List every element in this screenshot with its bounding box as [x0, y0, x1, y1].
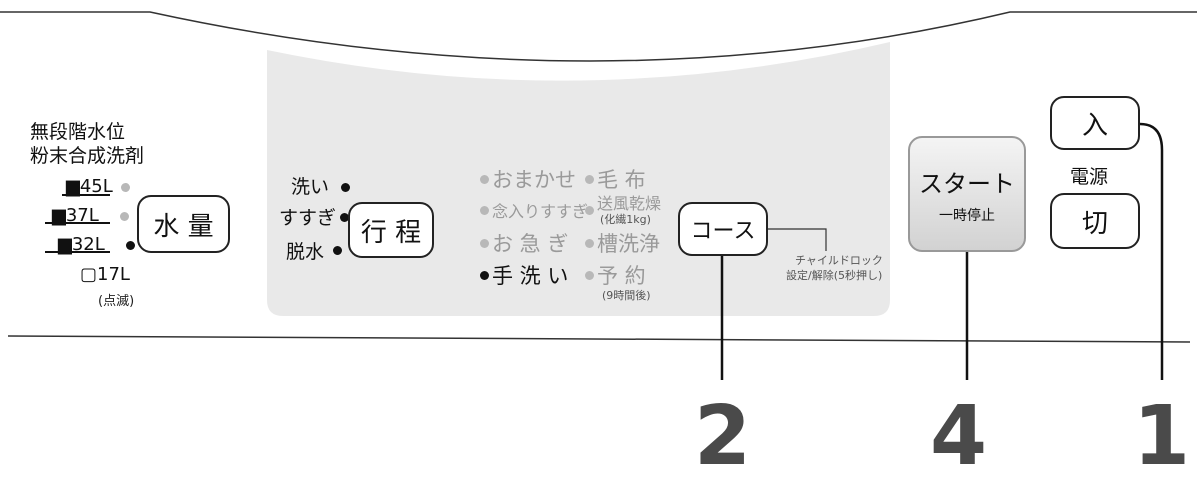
indicator-tearai	[480, 271, 489, 280]
course-nenniri: 念入りすすぎ	[492, 202, 589, 221]
step-spin: 脱水	[286, 241, 325, 263]
water-level-title: 無段階水位	[30, 121, 126, 143]
course-sousenjou: 槽洗浄	[597, 232, 660, 256]
course-soufu-note: (化繊1kg)	[600, 213, 651, 226]
indicator-moufu	[585, 175, 594, 184]
indicator-yoyaku	[585, 271, 594, 280]
tub-outline-icon: ▢	[80, 264, 98, 285]
indicator-37l	[120, 212, 129, 221]
tub-icon: ▆	[66, 176, 80, 197]
power-label: 電源	[1070, 166, 1109, 188]
callout-4: 4	[930, 389, 988, 483]
power-off-button[interactable]: 切	[1050, 193, 1140, 249]
child-lock-label: チャイルドロック	[795, 254, 883, 267]
step-wash: 洗い	[291, 176, 330, 198]
indicator-rinse	[340, 213, 349, 222]
detergent-label: 粉末合成洗剤	[30, 145, 145, 167]
course-button[interactable]: コース	[678, 202, 768, 256]
start-pause-button[interactable]: スタート 一時停止	[908, 136, 1026, 252]
step-rinse: すすぎ	[279, 207, 337, 229]
callout-2: 2	[694, 389, 752, 483]
indicator-omakase	[480, 175, 489, 184]
blink-note: (点滅)	[98, 294, 135, 309]
water-level-button[interactable]: 水 量	[137, 195, 230, 253]
water-level-32l: ▆32L	[58, 234, 105, 255]
water-level-17l: ▢17L	[80, 264, 130, 285]
course-tearai: 手 洗 い	[492, 264, 569, 288]
pause-label: 一時停止	[939, 207, 995, 224]
callout-1: 1	[1133, 389, 1191, 483]
indicator-spin	[333, 246, 342, 255]
indicator-sousenjou	[585, 239, 594, 248]
tub-icon: ▆	[52, 205, 66, 226]
course-soufu: 送風乾燥	[597, 194, 662, 213]
start-label: スタート	[919, 169, 1015, 198]
indicator-45l	[121, 183, 130, 192]
process-button[interactable]: 行 程	[348, 202, 434, 258]
indicator-nenniri	[480, 206, 489, 215]
course-oisogi: お 急 ぎ	[492, 232, 569, 256]
course-yoyaku: 予 約	[597, 264, 646, 288]
power-on-button[interactable]: 入	[1050, 96, 1140, 150]
course-yoyaku-note: (9時間後)	[602, 289, 651, 302]
indicator-soufu	[585, 206, 594, 215]
tub-icon: ▆	[58, 234, 72, 255]
water-level-37l: ▆37L	[52, 205, 99, 226]
water-level-45l: ▆45L	[66, 176, 113, 197]
child-lock-instruction: 設定/解除(5秒押し)	[786, 269, 883, 282]
indicator-32l	[126, 241, 135, 250]
indicator-wash	[341, 183, 350, 192]
indicator-oisogi	[480, 239, 489, 248]
course-moufu: 毛 布	[597, 168, 646, 192]
course-omakase: おまかせ	[492, 168, 576, 192]
